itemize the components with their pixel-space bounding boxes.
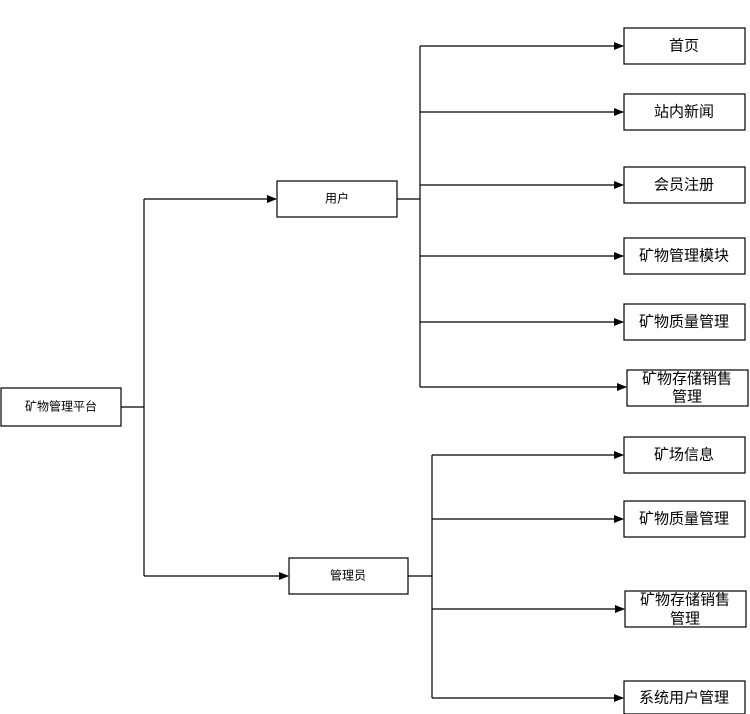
root-node-label: 矿物管理平台 — [25, 399, 97, 414]
admin-child-2-box — [623, 500, 746, 538]
user-child-6-label-line-2: 管理 — [672, 388, 702, 406]
user-child-4-box — [623, 237, 746, 275]
root-node-box — [0, 387, 122, 427]
user-child-1-box — [623, 27, 746, 65]
connector-lines — [121, 42, 627, 702]
user-node-box — [276, 180, 398, 218]
user-child-1-label: 首页 — [669, 37, 699, 55]
user-child-2-box — [623, 93, 746, 131]
admin-child-4-box — [623, 680, 746, 714]
admin-child-1-label: 矿场信息 — [654, 446, 714, 464]
admin-child-4-label: 系统用户管理 — [639, 689, 729, 707]
user-node-label: 用户 — [325, 191, 349, 206]
admin-child-2-label: 矿物质量管理 — [639, 510, 729, 528]
node-boxes — [0, 27, 749, 714]
user-child-5-box — [623, 303, 746, 341]
admin-node-label: 管理员 — [330, 568, 366, 583]
user-child-2-label: 站内新闻 — [654, 103, 714, 121]
user-child-3-box — [623, 166, 746, 204]
user-child-3-label: 会员注册 — [654, 176, 714, 194]
admin-child-1-box — [623, 436, 746, 474]
user-child-4-label: 矿物管理模块 — [639, 247, 729, 265]
admin-child-3-label-line-2: 管理 — [670, 610, 700, 628]
node-labels: 矿物管理平台 用户 管理员 首页 站内新闻 会员注册 矿物管理模块 矿物质量管理… — [25, 37, 732, 707]
user-child-6-label-line-1: 矿物存储销售 — [642, 370, 732, 388]
admin-child-3-label-line-1: 矿物存储销售 — [640, 591, 730, 609]
user-child-6-box — [626, 369, 749, 407]
admin-node-box — [288, 557, 409, 595]
user-child-5-label: 矿物质量管理 — [639, 313, 729, 331]
admin-child-3-box — [624, 590, 747, 628]
